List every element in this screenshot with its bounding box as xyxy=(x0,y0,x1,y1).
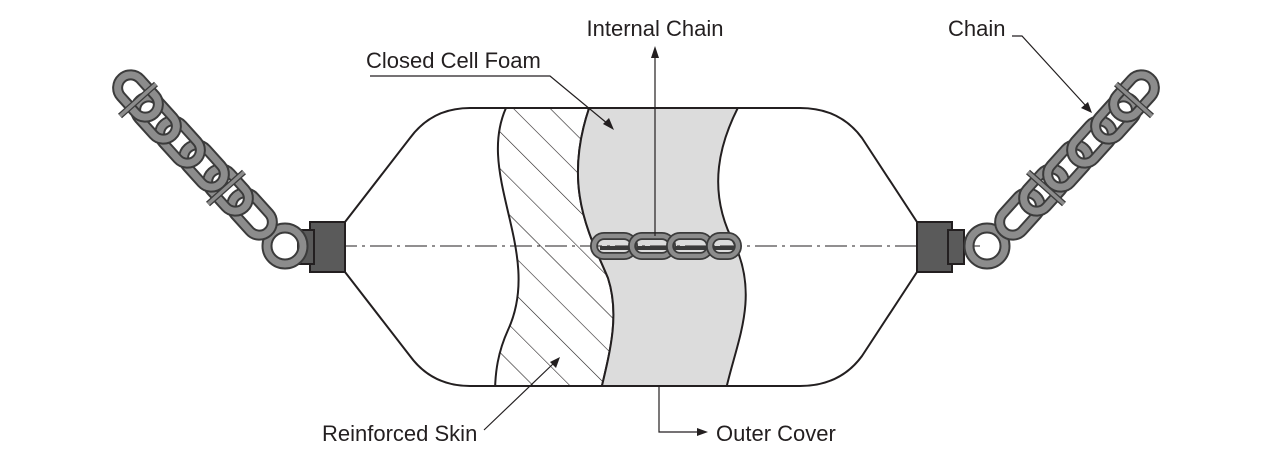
leader-internal-chain xyxy=(651,46,659,236)
label-chain: Chain xyxy=(948,16,1005,41)
label-outer-cover: Outer Cover xyxy=(716,421,836,446)
right-chain xyxy=(963,69,1160,270)
left-chain-crossbar xyxy=(118,81,246,207)
leader-chain xyxy=(1012,35,1092,113)
leader-outer-cover xyxy=(658,386,708,436)
internal-chain-link xyxy=(706,232,742,260)
right-chain-crossbar xyxy=(1026,81,1154,207)
left-shackle-ring xyxy=(261,222,309,270)
leader-reinforced-skin xyxy=(483,357,560,431)
label-reinforced-skin: Reinforced Skin xyxy=(322,421,477,446)
right-shackle-ring xyxy=(963,222,1011,270)
left-chain xyxy=(112,69,309,270)
right-end-fitting xyxy=(916,221,965,273)
leader-closed-cell-foam xyxy=(370,75,614,130)
label-internal-chain: Internal Chain xyxy=(587,16,724,41)
label-closed-cell-foam: Closed Cell Foam xyxy=(366,48,541,73)
internal-chain xyxy=(590,232,742,260)
